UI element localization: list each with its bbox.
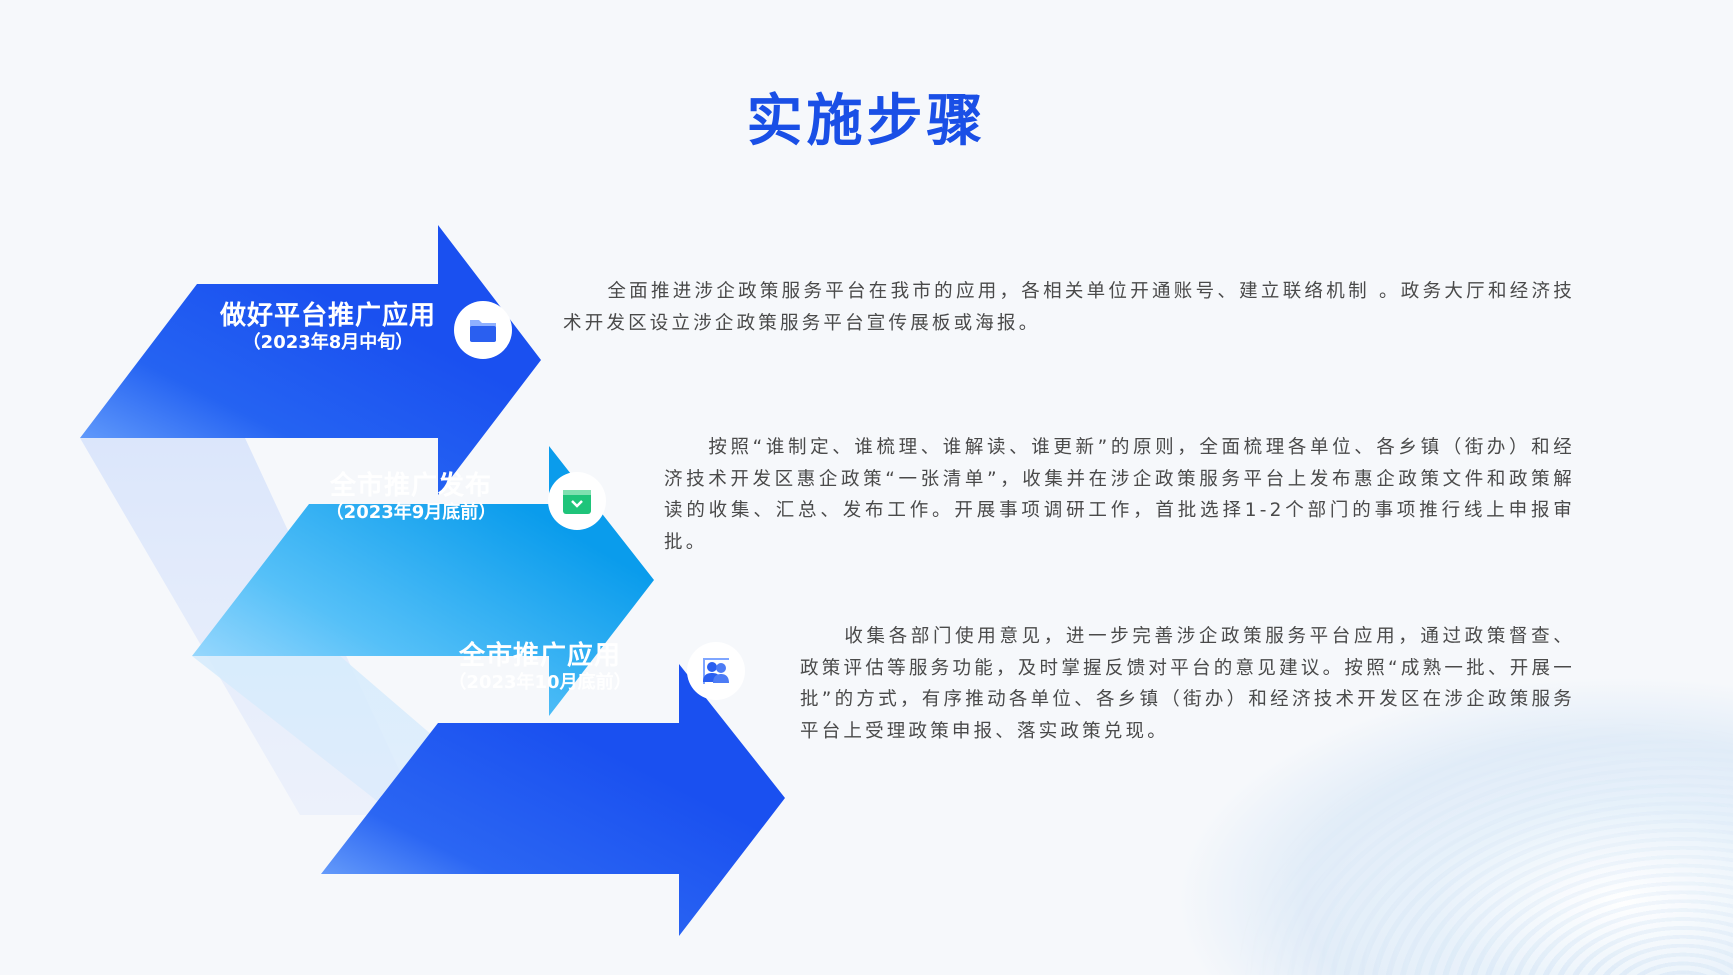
step-3-label: 全市推广应用 （2023年10月底前） (448, 640, 631, 694)
folder-icon (454, 301, 512, 359)
users-icon (687, 642, 745, 700)
arrow-step-3 (321, 664, 785, 936)
step-1-label: 做好平台推广应用 （2023年8月中旬） (220, 300, 436, 354)
step-2-description: 按照“谁制定、谁梳理、谁解读、谁更新”的原则，全面梳理各单位、各乡镇（街办）和经… (664, 437, 1575, 553)
step-3-description: 收集各部门使用意见，进一步完善涉企政策服务平台应用，通过政策督查、政策评估等服务… (800, 626, 1575, 742)
arrow-step-1 (80, 225, 541, 495)
arrow-step-2 (192, 446, 654, 716)
step-3-title: 全市推广应用 (458, 641, 621, 671)
step-1-date: （2023年8月中旬） (242, 332, 414, 353)
step-2-label: 全市推广发布 （2023年9月底前） (326, 470, 497, 524)
step-2-title: 全市推广发布 (329, 471, 492, 501)
step-2-date: （2023年9月底前） (325, 502, 497, 523)
calendar-check-icon (548, 472, 606, 530)
step-1-title: 做好平台推广应用 (219, 301, 437, 331)
step-1-description: 全面推进涉企政策服务平台在我市的应用，各相关单位开通账号、建立联络机制 。政务大… (563, 281, 1575, 334)
page-title: 实施步骤 (746, 89, 987, 154)
decorative-rings (1233, 715, 1733, 975)
step-3-date: （2023年10月底前） (448, 672, 632, 693)
